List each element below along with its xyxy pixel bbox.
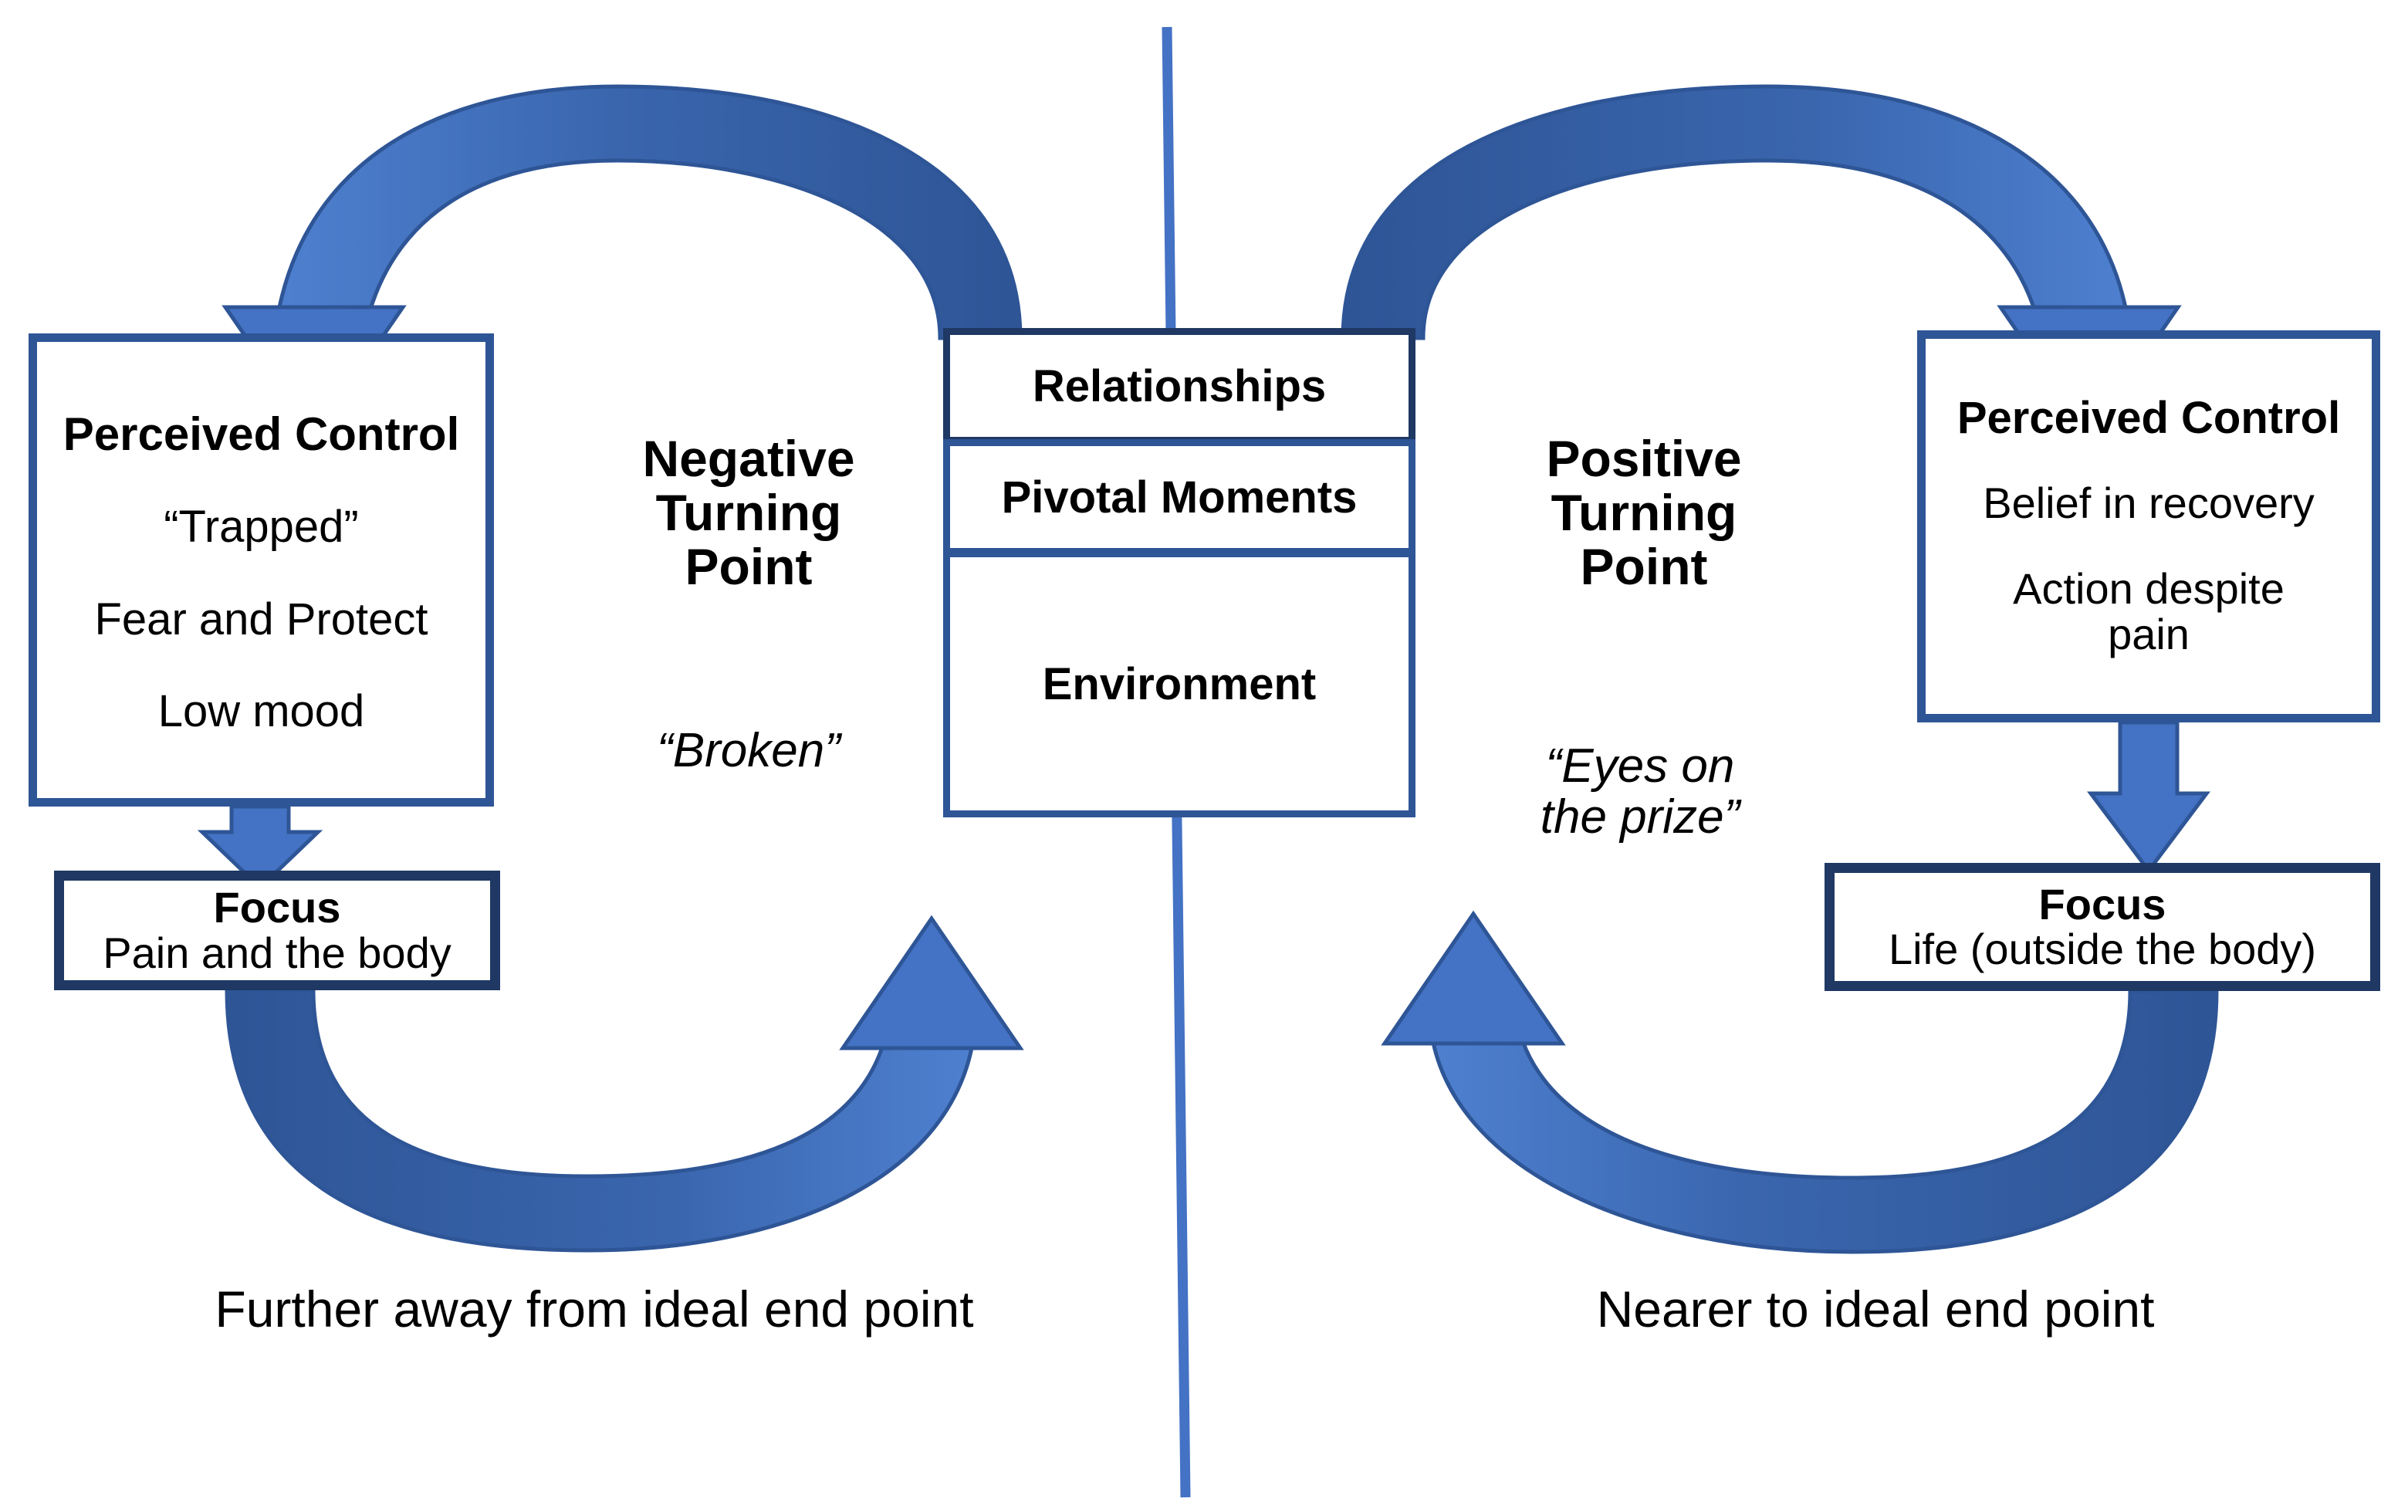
positive-turning-point-line-2: Turning: [1551, 483, 1737, 541]
focus-title-left: Focus: [213, 883, 341, 932]
perceived-control-line-2-right: Action despite: [2013, 564, 2285, 614]
positive-turning-point-label: Positive Turning Point: [1470, 430, 1818, 595]
positive-turning-point-quote-line-2: the prize”: [1540, 790, 1740, 844]
positive-turning-point-quote: “Eyes on the prize”: [1470, 741, 1810, 842]
positive-turning-point-line-3: Point: [1580, 537, 1708, 595]
perceived-control-box-left[interactable]: Perceived Control “Trapped” Fear and Pro…: [29, 333, 494, 807]
focus-title-right: Focus: [2038, 879, 2166, 929]
perceived-control-line-1-left: “Trapped”: [164, 502, 359, 553]
center-item-environment[interactable]: Environment: [943, 550, 1415, 817]
negative-turning-point-label: Negative Turning Point: [575, 430, 922, 595]
perceived-control-line-3-right: pain: [2108, 609, 2190, 658]
focus-box-right[interactable]: Focus Life (outside the body): [1825, 863, 2380, 991]
perceived-control-title-right: Perceived Control: [1956, 393, 2341, 444]
negative-turning-point-line-3: Point: [685, 537, 813, 595]
perceived-control-line-1-right: Belief in recovery: [1983, 479, 2315, 528]
center-item-pivotal-moments[interactable]: Pivotal Moments: [943, 439, 1415, 555]
perceived-control-line-3-left: Low mood: [157, 685, 365, 736]
focus-line-1-left: Pain and the body: [103, 928, 452, 977]
positive-turning-point-line-1: Positive: [1546, 430, 1742, 487]
positive-turning-point-quote-line-1: “Eyes on: [1545, 739, 1735, 793]
center-item-relationships[interactable]: Relationships: [943, 328, 1415, 444]
negative-turning-point-quote: “Broken”: [657, 724, 840, 777]
focus-box-left[interactable]: Focus Pain and the body: [54, 871, 500, 990]
perceived-control-box-right[interactable]: Perceived Control Belief in recovery Act…: [1917, 330, 2380, 722]
caption-left: Further away from ideal end point: [215, 1280, 974, 1338]
negative-turning-point-line-1: Negative: [642, 430, 855, 487]
arrow-control-to-focus-right: [2087, 720, 2210, 874]
perceived-control-line-2-left: Fear and Protect: [94, 594, 428, 644]
negative-turning-point-line-2: Turning: [655, 483, 842, 541]
focus-line-1-right: Life (outside the body): [1888, 925, 2317, 973]
perceived-control-title-left: Perceived Control: [63, 408, 460, 461]
caption-right: Nearer to ideal end point: [1596, 1280, 2155, 1338]
center-stack: Relationships Pivotal Moments Environmen…: [943, 328, 1415, 817]
